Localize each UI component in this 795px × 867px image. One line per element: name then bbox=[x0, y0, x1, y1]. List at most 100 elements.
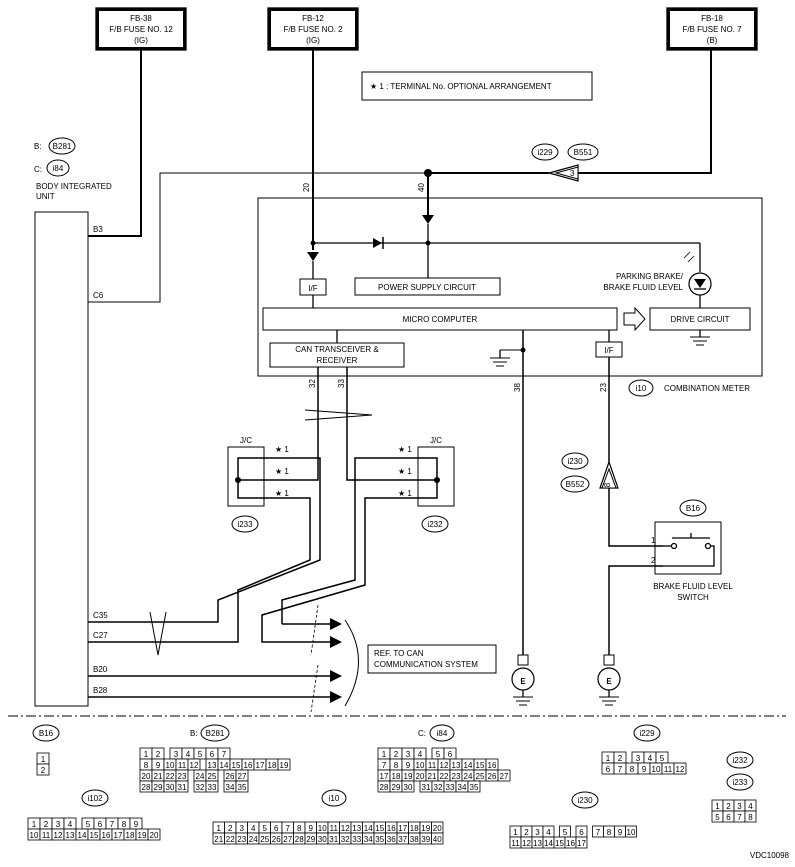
view-i230-pin: 4 bbox=[546, 828, 551, 837]
view-i230-pin: 11 bbox=[511, 839, 520, 848]
view-b281-pin: 5 bbox=[198, 750, 203, 759]
ref-label-1: REF. TO CAN bbox=[374, 649, 424, 658]
view-i232-label-oval bbox=[726, 751, 754, 769]
view-i10-pin: 18 bbox=[410, 824, 419, 833]
view-b281-pin: 22 bbox=[166, 772, 175, 781]
view-b281-pin: 20 bbox=[142, 772, 151, 781]
view-i84-pin: 20 bbox=[416, 772, 425, 781]
view-i10-label: i10 bbox=[329, 794, 340, 803]
view-i102-pin: 12 bbox=[54, 831, 63, 840]
view-i229-pin: 5 bbox=[660, 754, 665, 763]
diagram-code: VDC10098 bbox=[750, 851, 790, 860]
view-b281-pin: 24 bbox=[196, 772, 205, 781]
view-i84-pin: 6 bbox=[448, 750, 453, 759]
view-i84-label: i84 bbox=[437, 729, 448, 738]
switch-label-2: SWITCH bbox=[677, 593, 709, 602]
view-i233-label: i233 bbox=[732, 778, 748, 787]
view-i10-pin: 15 bbox=[375, 824, 384, 833]
view-b281-pin: 2 bbox=[156, 750, 161, 759]
view-b281-cell bbox=[205, 780, 219, 793]
view-i229-pin: 9 bbox=[642, 765, 647, 774]
view-b281-prefix: B: bbox=[190, 729, 198, 738]
view-i102-pin: 14 bbox=[78, 831, 87, 840]
view-i229-pin: 2 bbox=[618, 754, 623, 763]
view-i10-pin: 5 bbox=[263, 824, 268, 833]
view-i102-pin: 15 bbox=[90, 831, 99, 840]
view-i84-pin: 26 bbox=[488, 772, 497, 781]
view-i84-pin: 29 bbox=[392, 783, 401, 792]
view-i102-pin: 8 bbox=[122, 820, 127, 829]
view-b281-pin: 23 bbox=[178, 772, 187, 781]
jc-left-connector-oval bbox=[231, 515, 259, 533]
view-i230-pin: 9 bbox=[618, 828, 623, 837]
view-i10-pin: 3 bbox=[240, 824, 245, 833]
view-i10-pin: 12 bbox=[341, 824, 350, 833]
view-b281-pin: 19 bbox=[280, 761, 289, 770]
view-i84-pin: 25 bbox=[476, 772, 485, 781]
view-i102-pin: 7 bbox=[110, 820, 115, 829]
view-i10-pin: 33 bbox=[352, 835, 361, 844]
view-i10-pin: 17 bbox=[398, 824, 407, 833]
parking-brake-label-2: BRAKE FLUID LEVEL bbox=[603, 283, 683, 292]
switch-label-1: BRAKE FLUID LEVEL bbox=[653, 582, 733, 591]
view-b16-pin: 2 bbox=[41, 766, 46, 775]
jc-right-connector-oval bbox=[421, 515, 449, 533]
view-b281-pin: 14 bbox=[220, 761, 229, 770]
view-i84-cell bbox=[497, 769, 511, 782]
view-i10-pin: 9 bbox=[309, 824, 314, 833]
view-i232-cell bbox=[744, 810, 757, 823]
view-i84-pin: 7 bbox=[382, 761, 387, 770]
view-i84-pin: 11 bbox=[428, 761, 437, 770]
connector-pin-8: 8 bbox=[603, 482, 612, 487]
view-i84-pin: 32 bbox=[434, 783, 443, 792]
view-i232-label: i232 bbox=[732, 756, 748, 765]
view-i10-pin: 14 bbox=[364, 824, 373, 833]
meter-connector-oval bbox=[628, 379, 654, 397]
view-i10-pin: 32 bbox=[341, 835, 350, 844]
view-i230-pin: 16 bbox=[566, 839, 575, 848]
biu-pin-3: C27 bbox=[93, 631, 108, 640]
view-i84-pin: 9 bbox=[406, 761, 411, 770]
view-i102-label-oval bbox=[81, 789, 109, 807]
view-i10-pin: 25 bbox=[260, 835, 269, 844]
view-i230-pin: 2 bbox=[524, 828, 529, 837]
view-i232-pin: 4 bbox=[748, 802, 753, 811]
fuse-0-id: FB-38 bbox=[130, 14, 152, 23]
view-i230-cell bbox=[625, 825, 637, 838]
view-i84-pin: 8 bbox=[394, 761, 399, 770]
ref-can-box bbox=[367, 644, 497, 674]
view-i10-pin: 36 bbox=[387, 835, 396, 844]
view-i229-pin: 7 bbox=[618, 765, 623, 774]
view-b281-pin: 32 bbox=[196, 783, 205, 792]
view-b281-pin: 3 bbox=[174, 750, 179, 759]
switch-pin-2: 2 bbox=[651, 556, 656, 565]
fuse-2-id: FB-18 bbox=[701, 14, 723, 23]
view-b281-pin: 4 bbox=[186, 750, 191, 759]
view-i230-pin: 14 bbox=[544, 839, 553, 848]
view-i10-pin: 4 bbox=[251, 824, 256, 833]
view-i232-pin: 8 bbox=[748, 813, 753, 822]
wire-32: 32 bbox=[308, 379, 317, 388]
view-i232-pin: 3 bbox=[737, 802, 742, 811]
view-i229-pin: 4 bbox=[648, 754, 653, 763]
connector-i229-oval bbox=[531, 143, 559, 161]
view-i229-pin: 11 bbox=[664, 765, 673, 774]
biu-b-connector-oval bbox=[48, 137, 76, 155]
ground-e-2: E bbox=[606, 677, 612, 686]
biu-c-connector-oval bbox=[46, 159, 70, 177]
fuse-1-name: F/B FUSE NO. 2 bbox=[283, 25, 343, 34]
view-i229-pin: 1 bbox=[606, 754, 611, 763]
jc-left-star-1: ★ 1 bbox=[275, 467, 289, 476]
view-i102-pin: 11 bbox=[42, 831, 51, 840]
view-i84-pin: 31 bbox=[422, 783, 431, 792]
view-i10-pin: 38 bbox=[410, 835, 419, 844]
view-i230-pin: 17 bbox=[577, 839, 586, 848]
view-b281-pin: 33 bbox=[208, 783, 217, 792]
connector-b551-oval bbox=[567, 143, 599, 161]
view-i102-pin: 2 bbox=[44, 820, 49, 829]
note-box bbox=[361, 71, 593, 101]
view-i229-pin: 10 bbox=[652, 765, 661, 774]
biu-pin-4: B20 bbox=[93, 665, 108, 674]
switch-connector: B16 bbox=[686, 504, 701, 513]
